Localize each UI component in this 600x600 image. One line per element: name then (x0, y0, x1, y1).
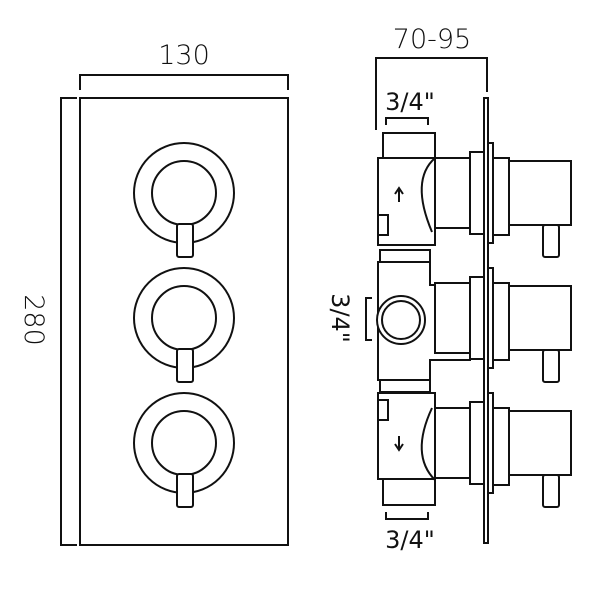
flange (469, 401, 485, 485)
knob-lever (176, 223, 194, 258)
knob-collar (492, 157, 510, 236)
top-body-tab (377, 214, 389, 236)
height-dimension-line (60, 97, 77, 546)
side-outlet-dimension (365, 297, 372, 341)
knob-body (508, 410, 572, 476)
knob-body (508, 285, 572, 351)
knob-body (508, 160, 572, 226)
arrow-up-icon (394, 186, 404, 202)
side-outlet-bore (381, 300, 421, 340)
top-outlet-nut (382, 132, 436, 160)
width-dimension-line (79, 74, 289, 90)
spindle-cylinder (434, 157, 471, 229)
knob-inner-ring (151, 410, 217, 476)
spindle-cylinder (434, 407, 471, 479)
flange (469, 276, 485, 360)
depth-label: 70-95 (393, 24, 471, 55)
knob-collar (492, 407, 510, 486)
upper-coupling (379, 249, 431, 263)
flange (469, 151, 485, 235)
knob-lever-side (542, 224, 560, 258)
bottom-body-curve (420, 407, 436, 481)
top-outlet-dimension (385, 117, 429, 125)
arrow-down-icon (394, 436, 404, 452)
knob-lever-side (542, 474, 560, 508)
knob-inner-ring (151, 285, 217, 351)
top-body-curve (420, 157, 436, 233)
front-view: 130 280 (18, 40, 289, 546)
side-faceplate (483, 97, 489, 544)
height-label: 280 (18, 294, 49, 346)
bottom-body-tab (377, 399, 389, 421)
side-view: 70-95 3/4" 3/4" 3/4" (326, 24, 572, 554)
knob-lever (176, 348, 194, 383)
bottom-outlet-nut (382, 478, 436, 506)
depth-dimension-line (375, 57, 488, 130)
lower-coupling (379, 379, 431, 393)
knob-collar (492, 282, 510, 361)
top-outlet-label: 3/4" (385, 88, 435, 116)
width-label: 130 (158, 40, 210, 71)
knob-lever-side (542, 349, 560, 383)
bottom-outlet-label: 3/4" (385, 526, 435, 554)
side-outlet-label: 3/4" (326, 293, 354, 343)
side-outlet-ring (376, 295, 426, 345)
knob-lever (176, 473, 194, 508)
knob-inner-ring (151, 160, 217, 226)
bottom-outlet-dimension (385, 512, 429, 520)
spindle-cylinder (434, 282, 471, 354)
